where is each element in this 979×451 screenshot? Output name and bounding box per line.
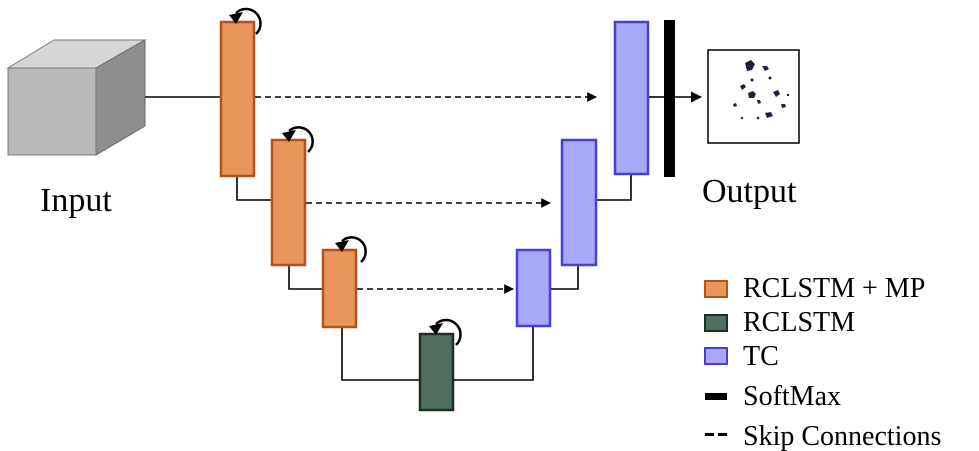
- decoder-2-to-decoder-1-line: [597, 174, 632, 201]
- circular-arrow-icon: [229, 7, 262, 35]
- decoder-3-to-decoder-2-line: [551, 266, 579, 290]
- encoder-3-to-bottleneck-line: [341, 328, 419, 381]
- circular-arrow-icon: [335, 236, 367, 263]
- legend-swatch-tc: [704, 347, 728, 365]
- bottleneck-block: [418, 332, 455, 412]
- legend-label-tc: TC: [743, 341, 779, 372]
- encoder-block-3: [321, 248, 358, 329]
- recurrent-loops: [229, 7, 462, 346]
- skip-connections: [255, 92, 597, 294]
- output-label: Output: [702, 173, 797, 210]
- bottleneck-to-decoder-3-line: [454, 326, 534, 381]
- encoder-2-to-encoder-3-line: [288, 265, 323, 290]
- legend: RCLSTM + MP RCLSTM TC SoftMax Skip Conne…: [704, 273, 941, 451]
- segmentation-spots: [733, 60, 790, 120]
- input-cube-front: [7, 67, 97, 156]
- legend-label-softmax: SoftMax: [743, 381, 841, 412]
- decoder-block-1: [613, 20, 650, 176]
- legend-swatch-rclstm-mp: [704, 280, 728, 298]
- encoder-block-2: [270, 138, 307, 267]
- legend-label-skip: Skip Connections: [743, 421, 941, 451]
- legend-swatch-skip: [705, 433, 727, 436]
- legend-label-rclstm: RCLSTM: [743, 307, 855, 338]
- encoder-1-to-encoder-2-line: [236, 176, 272, 201]
- encoder-block-1: [219, 20, 256, 178]
- input-label: Input: [40, 182, 112, 219]
- legend-swatch-softmax: [705, 393, 727, 400]
- legend-label-rclstm-mp: RCLSTM + MP: [743, 273, 925, 304]
- decoder-block-3: [515, 248, 552, 328]
- encoder-decoder-connectors: [145, 96, 664, 381]
- legend-swatch-rclstm: [704, 314, 728, 332]
- input-cube: [6, 39, 147, 156]
- decoder-block-2: [560, 138, 598, 267]
- circular-arrow-icon: [282, 126, 314, 153]
- softmax-bar: [664, 20, 675, 177]
- circular-arrow-icon: [429, 318, 462, 346]
- output-image: [707, 49, 800, 144]
